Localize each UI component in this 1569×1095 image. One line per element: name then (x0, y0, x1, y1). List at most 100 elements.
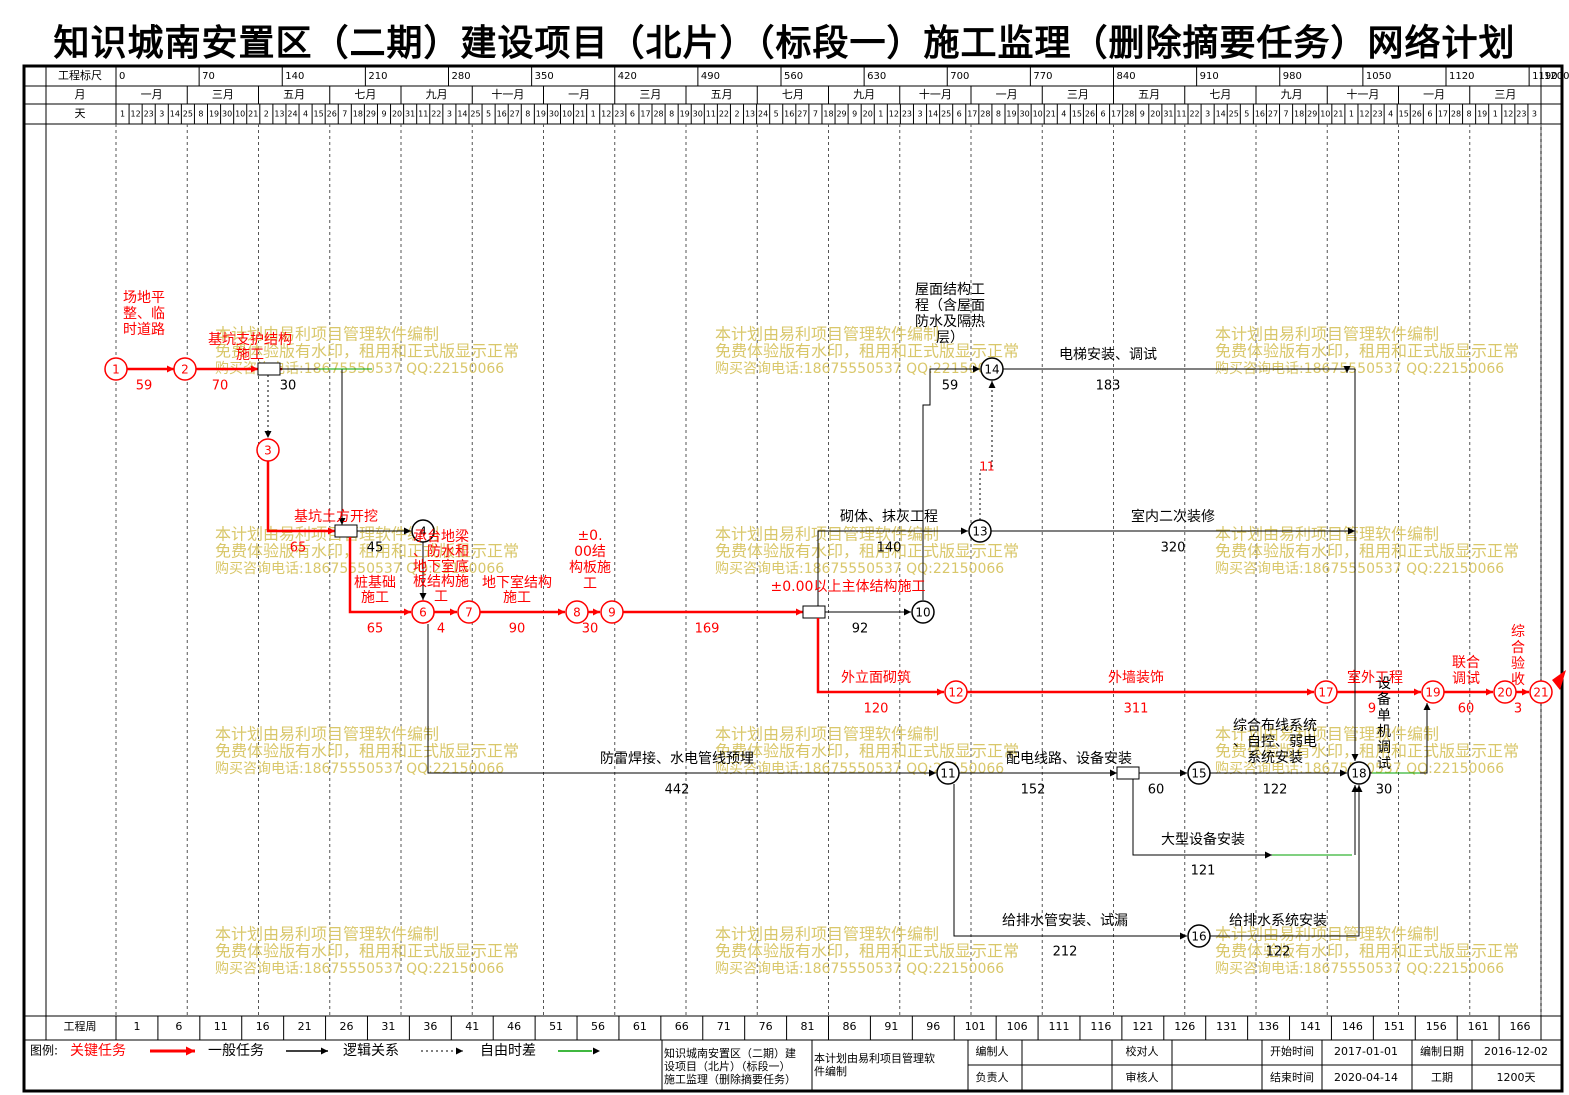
month-label: 九月 (1281, 88, 1303, 101)
footer-compile-date-label: 编制日期 (1420, 1044, 1464, 1058)
task-name: 时道路 (123, 322, 165, 338)
task-duration: 45 (367, 541, 384, 556)
footer-start-label: 开始时间 (1270, 1044, 1314, 1058)
task-name: 防雷焊接、水电管线预埋 (600, 750, 754, 767)
month-label: 七月 (782, 88, 804, 101)
day-label: 14 (457, 110, 467, 119)
task-duration: 11 (979, 460, 994, 474)
arrow-head (186, 1046, 195, 1056)
day-label: 3 (1205, 110, 1210, 119)
task-duration: 30 (1376, 783, 1393, 798)
day-label: 26 (1085, 110, 1095, 119)
network-node (944, 680, 968, 704)
scale-tick-label: 280 (452, 71, 471, 82)
task-name: 调 (1377, 740, 1391, 756)
task-name: 整、临 (123, 306, 165, 322)
day-label: 12 (889, 110, 899, 119)
day-label: 19 (1006, 110, 1016, 119)
day-label: 14 (928, 110, 938, 119)
day-label: 23 (1372, 110, 1382, 119)
arrow-head (338, 518, 346, 525)
arrow-head (1522, 688, 1529, 696)
day-label: 28 (1124, 110, 1134, 119)
watermark-text: 免费体验版有水印，租用和正式版显示正常 (715, 542, 1019, 561)
arrow-head (988, 381, 996, 388)
day-label: 6 (630, 110, 635, 119)
week-label: 51 (549, 1020, 563, 1033)
task-name: 单 (1377, 708, 1391, 724)
day-label: 12 (601, 110, 611, 119)
network-node (411, 519, 435, 543)
scale-tick-label: 1200 (1544, 71, 1569, 82)
scale-tick-label: 840 (1117, 71, 1136, 82)
network-node (1347, 761, 1371, 785)
week-label: 156 (1426, 1020, 1447, 1033)
task-duration: 4 (437, 622, 445, 637)
legend-label: 图例: (30, 1044, 58, 1058)
node-number: 18 (1351, 767, 1366, 781)
watermark-text: 购买咨询电话:18675550537 QQ:22150066 (215, 761, 504, 777)
week-label: 71 (717, 1020, 731, 1033)
task-duration: 183 (1096, 379, 1121, 394)
month-label: 五月 (1138, 88, 1160, 101)
month-row-label: 月 (75, 88, 86, 101)
footer-end-label: 结束时间 (1270, 1071, 1314, 1084)
task-name: 电梯安装、调试 (1059, 347, 1157, 363)
watermark-text: 本计划由易利项目管理软件编制 (215, 325, 439, 344)
network-node (256, 438, 280, 462)
scale-tick-label: 350 (535, 71, 554, 82)
month-label: 十一月 (1346, 87, 1379, 101)
network-node (457, 600, 481, 624)
task-duration: 30 (582, 622, 599, 637)
task-name: 室内二次装修 (1131, 508, 1215, 525)
watermark-text: 免费体验版有水印，租用和正式版显示正常 (1215, 942, 1519, 961)
footer-reviewer-label: 校对人 (1126, 1044, 1159, 1058)
scale-tick-label: 0 (119, 71, 125, 82)
week-label: 161 (1468, 1020, 1489, 1033)
month-label: 七月 (354, 88, 376, 101)
day-label: 26 (327, 110, 337, 119)
day-label: 27 (797, 110, 807, 119)
normal-arrow (817, 530, 968, 606)
week-label: 146 (1342, 1020, 1363, 1033)
task-duration: 152 (1021, 783, 1046, 798)
week-label: 16 (256, 1020, 270, 1033)
week-label: 76 (759, 1020, 773, 1033)
week-row-label: 工程周 (64, 1020, 97, 1033)
scale-tick-label: 1190 (1532, 71, 1557, 82)
day-label: 3 (447, 110, 452, 119)
arrow-head (1355, 785, 1363, 792)
week-label: 111 (1049, 1020, 1070, 1033)
arrow-head (1307, 688, 1314, 696)
task-name: 调试 (1452, 671, 1480, 687)
day-label: 5 (486, 110, 491, 119)
milestone-box (257, 362, 281, 376)
scale-tick-label: 630 (867, 71, 886, 82)
day-label: 30 (1020, 110, 1030, 119)
task-name: 程（含屋面 (915, 298, 985, 314)
day-label: 6 (1427, 110, 1432, 119)
week-label: 36 (423, 1020, 437, 1033)
day-label: 7 (342, 110, 347, 119)
network-node (565, 600, 589, 624)
task-name: 综 (1511, 624, 1525, 640)
task-name: 板结构施 (413, 574, 469, 590)
month-label: 九月 (853, 88, 875, 101)
task-duration: 212 (1053, 945, 1078, 960)
arrow-head (973, 365, 980, 373)
day-label: 19 (536, 110, 546, 119)
task-name: 场地平 (123, 290, 165, 306)
arrow-head (419, 593, 427, 600)
footer-project-name: 施工监理（删除摘要任务） (664, 1072, 796, 1086)
scale-tick-label: 910 (1200, 71, 1219, 82)
arrow-head (796, 608, 803, 616)
day-label: 12 (131, 110, 141, 119)
watermark-text: 本计划由易利项目管理软件编制 (715, 325, 939, 344)
node-number: 13 (972, 525, 987, 539)
normal-arrow (427, 624, 936, 774)
day-label: 14 (1216, 110, 1226, 119)
arrow-head (456, 1047, 463, 1055)
day-label: 18 (353, 110, 363, 119)
watermark-text: 免费体验版有水印，租用和正式版显示正常 (1215, 342, 1519, 361)
network-node (1187, 761, 1211, 785)
